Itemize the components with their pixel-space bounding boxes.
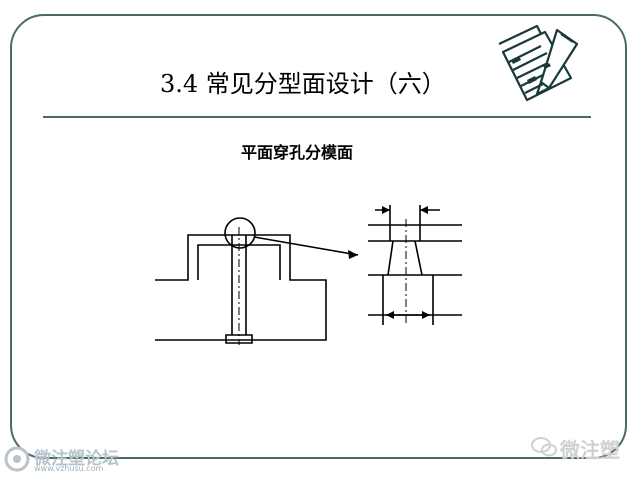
forum-logo-icon — [4, 446, 30, 472]
forum-watermark: 微注塑论坛 www.vzhusu.com — [4, 442, 124, 476]
forum-watermark-title: 微注塑论坛 — [34, 449, 119, 469]
slide-title: 3.4 常见分型面设计（六） — [160, 70, 446, 98]
wechat-watermark-text: 微注塑 — [560, 438, 620, 462]
forum-watermark-url: www.vzhusu.com — [34, 464, 104, 473]
title-divider — [43, 116, 591, 118]
slide-subtitle: 平面穿孔分模面 — [241, 143, 354, 162]
parting-surface-drawing — [155, 205, 462, 345]
notes-pencil-icon — [498, 24, 579, 102]
wechat-icon — [531, 437, 557, 457]
wechat-watermark: 微注塑 — [530, 432, 634, 462]
